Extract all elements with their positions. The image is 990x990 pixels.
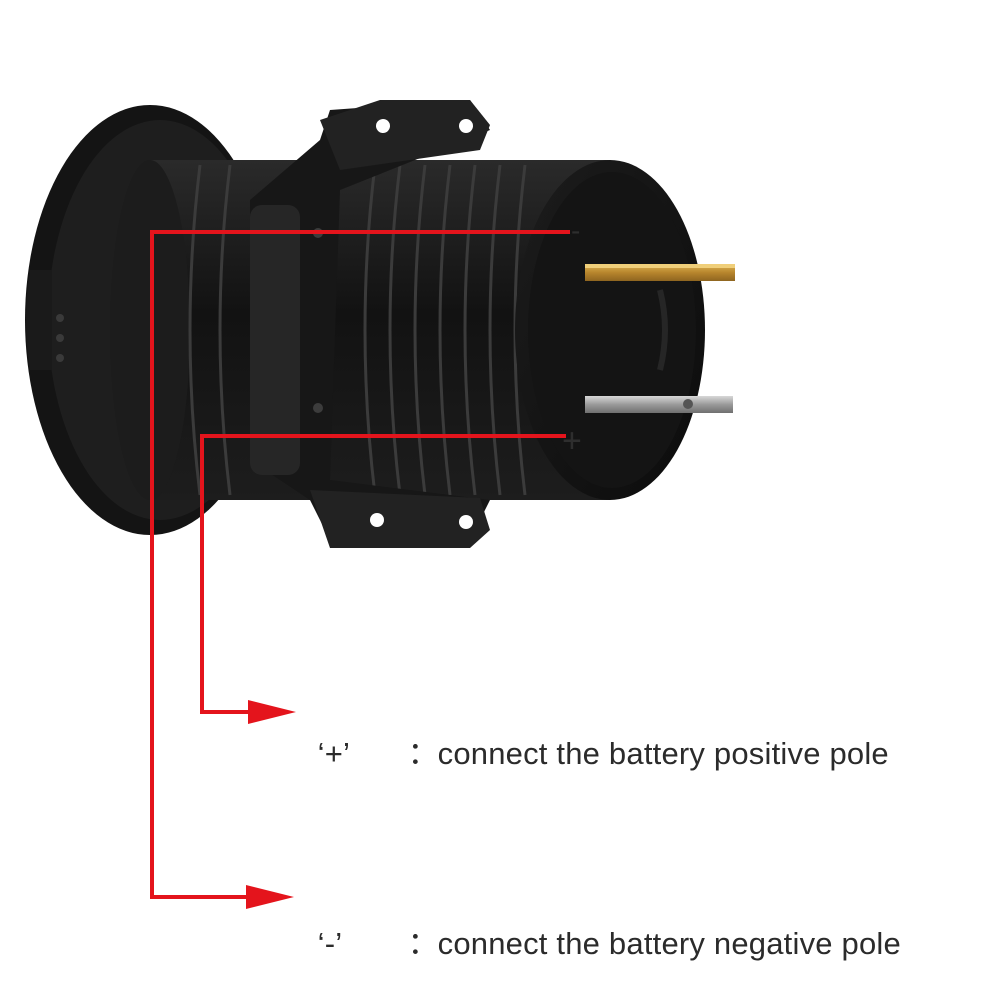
flange-dot [56, 314, 64, 322]
socket-end-cap [515, 160, 705, 500]
negative-pole-text: connect the battery negative pole [437, 926, 901, 961]
label-colon: ： [407, 926, 439, 961]
nut-hole [313, 403, 323, 413]
negative-symbol: ‘-’ [317, 926, 343, 961]
negative-terminal-steel [585, 396, 733, 413]
flange-dot [56, 354, 64, 362]
negative-pole-label: ‘-’ ：connect the battery negative pole [300, 882, 901, 963]
positive-leader-line [200, 434, 566, 714]
terminal-positive-mark: + [562, 422, 582, 460]
terminal-negative-mark: - [571, 215, 580, 246]
nut-hole [370, 513, 384, 527]
flange-dot [56, 334, 64, 342]
annotation-lines [150, 230, 570, 899]
positive-arrow-icon [248, 700, 296, 724]
positive-symbol: ‘+’ [317, 736, 351, 771]
positive-pole-label: ‘+’ ：connect the battery positive pole [300, 692, 889, 773]
nut-hole [376, 119, 390, 133]
positive-terminal-brass [585, 264, 735, 281]
nut-hole [459, 515, 473, 529]
locking-nut [250, 100, 490, 548]
negative-arrow-icon [246, 885, 294, 909]
negative-leader-line [150, 230, 570, 899]
label-colon: ： [407, 736, 439, 771]
positive-pole-text: connect the battery positive pole [437, 736, 889, 771]
nut-hole [459, 119, 473, 133]
